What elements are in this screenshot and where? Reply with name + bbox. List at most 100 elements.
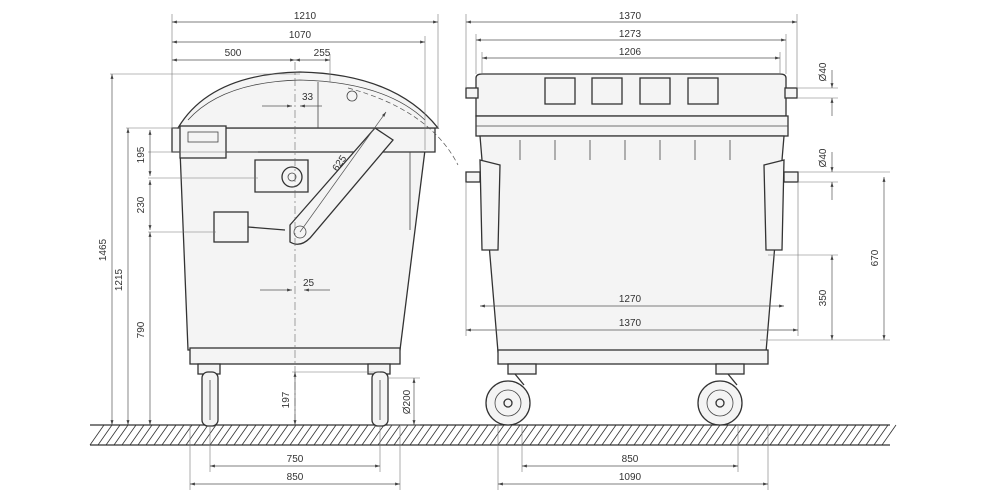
- ground-hatch-line: [777, 424, 793, 446]
- ground-hatch-line: [185, 424, 201, 446]
- ground-hatch-line: [425, 424, 441, 446]
- ground-hatch-line: [225, 424, 241, 446]
- dim-side-upper-b: 230: [136, 196, 147, 213]
- ground-hatch-line: [737, 424, 753, 446]
- ground-hatch-line: [745, 424, 761, 446]
- ground-hatch-line: [137, 424, 153, 446]
- ground-line: [89, 424, 897, 446]
- ground-hatch-line: [169, 424, 185, 446]
- front-lid: [475, 73, 787, 117]
- ground-hatch-line: [281, 424, 297, 446]
- ground-hatch-line: [113, 424, 129, 446]
- ground-hatch-line: [209, 424, 225, 446]
- ground-hatch-line: [865, 424, 881, 446]
- ground-hatch-line: [529, 424, 545, 446]
- dim-side-hinge-offset: 33: [302, 92, 314, 103]
- front-body-ribs: [519, 140, 731, 160]
- ground-hatch-line: [817, 424, 833, 446]
- ground-hatch-line: [401, 424, 417, 446]
- dim-front-upper-pin: Ø40: [818, 62, 829, 81]
- dim-front-body-inner: 1270: [619, 294, 642, 305]
- ground-hatch-line: [761, 424, 777, 446]
- ground-hatch-line: [713, 424, 729, 446]
- ground-hatch-line: [697, 424, 713, 446]
- side-lid: [176, 71, 440, 129]
- ground-hatch-line: [585, 424, 601, 446]
- dim-front-base-width: 1090: [619, 472, 642, 483]
- ground-hatch-line: [345, 424, 361, 446]
- ground-hatch-line: [361, 424, 377, 446]
- dim-side-base-width: 850: [287, 472, 304, 483]
- ground-hatch-line: [721, 424, 737, 446]
- front-top-pin-left: [465, 87, 479, 99]
- ground-hatch-line: [417, 424, 433, 446]
- ground-hatch-line: [689, 424, 705, 446]
- front-base-plate: [497, 349, 769, 365]
- ground-hatch-line: [681, 424, 697, 446]
- ground-hatch-line: [497, 424, 513, 446]
- ground-hatch-line: [521, 424, 537, 446]
- ground-hatch-line: [577, 424, 593, 446]
- side-linkage-arm: [289, 127, 394, 245]
- ground-hatch-line: [313, 424, 329, 446]
- dim-front-overall-width: 1370: [619, 11, 642, 22]
- dim-front-pin-height: 670: [870, 249, 881, 266]
- dim-side-wheel-diameter: Ø200: [402, 389, 413, 414]
- dim-front-body-outer: 1370: [619, 318, 642, 329]
- dim-side-left-offset: 500: [225, 48, 242, 59]
- ground-hatch-line: [89, 424, 105, 446]
- ground-hatch-line: [705, 424, 721, 446]
- ground-hatch-line: [257, 424, 273, 446]
- front-dimensions: 1370 1273 1206 1270 1370 Ø40 Ø40 670 350: [465, 11, 890, 490]
- ground-hatch-line: [569, 424, 585, 446]
- ground-hatch-line: [489, 424, 505, 446]
- ground-hatch-line: [537, 424, 553, 446]
- ground-hatch-line: [153, 424, 169, 446]
- ground-hatch-line: [809, 424, 825, 446]
- ground-hatch-line: [553, 424, 569, 446]
- ground-hatch-line: [297, 424, 313, 446]
- ground-hatch-line: [841, 424, 857, 446]
- front-wheel-right: [697, 373, 743, 426]
- ground-hatch-line: [321, 424, 337, 446]
- dim-front-lower-pin: Ø40: [818, 148, 829, 167]
- dim-side-body-width: 1070: [289, 30, 312, 41]
- dim-front-lower-height: 350: [818, 289, 829, 306]
- ground-hatch-line: [753, 424, 769, 446]
- ground-hatch-line: [473, 424, 489, 446]
- ground-hatch-line: [121, 424, 137, 446]
- ground-hatch-line: [825, 424, 841, 446]
- ground-hatch-line: [393, 424, 409, 446]
- front-lid-recesses: [544, 77, 719, 105]
- dim-side-lower-height: 790: [136, 321, 147, 338]
- ground-hatch-line: [305, 424, 321, 446]
- ground-hatch-line: [441, 424, 457, 446]
- dim-side-axle-height: 197: [281, 391, 292, 408]
- ground-hatch-line: [881, 424, 897, 446]
- ground-hatch-line: [265, 424, 281, 446]
- ground-hatch-line: [217, 424, 233, 446]
- ground-hatch-line: [193, 424, 209, 446]
- ground-hatch-line: [601, 424, 617, 446]
- ground-hatch-line: [97, 424, 113, 446]
- ground-hatch-line: [617, 424, 633, 446]
- ground-hatch-line: [329, 424, 345, 446]
- ground-hatch-line: [409, 424, 425, 446]
- ground-hatch-line: [465, 424, 481, 446]
- ground-hatch-line: [449, 424, 465, 446]
- ground-hatch-line: [145, 424, 161, 446]
- front-view: [465, 73, 799, 426]
- dim-side-bolt: 25: [303, 278, 315, 289]
- ground-hatch-line: [105, 424, 121, 446]
- side-pin-holder: [213, 211, 249, 243]
- front-top-pin-right: [784, 87, 798, 99]
- ground-hatch-line: [769, 424, 785, 446]
- ground-hatch-line: [665, 424, 681, 446]
- dim-side-right-offset: 255: [314, 48, 331, 59]
- ground-hatch-line: [129, 424, 145, 446]
- ground-hatch-line: [857, 424, 873, 446]
- ground-hatch-line: [641, 424, 657, 446]
- dim-front-lid-width: 1273: [619, 29, 642, 40]
- front-side-pin-left: [465, 171, 481, 183]
